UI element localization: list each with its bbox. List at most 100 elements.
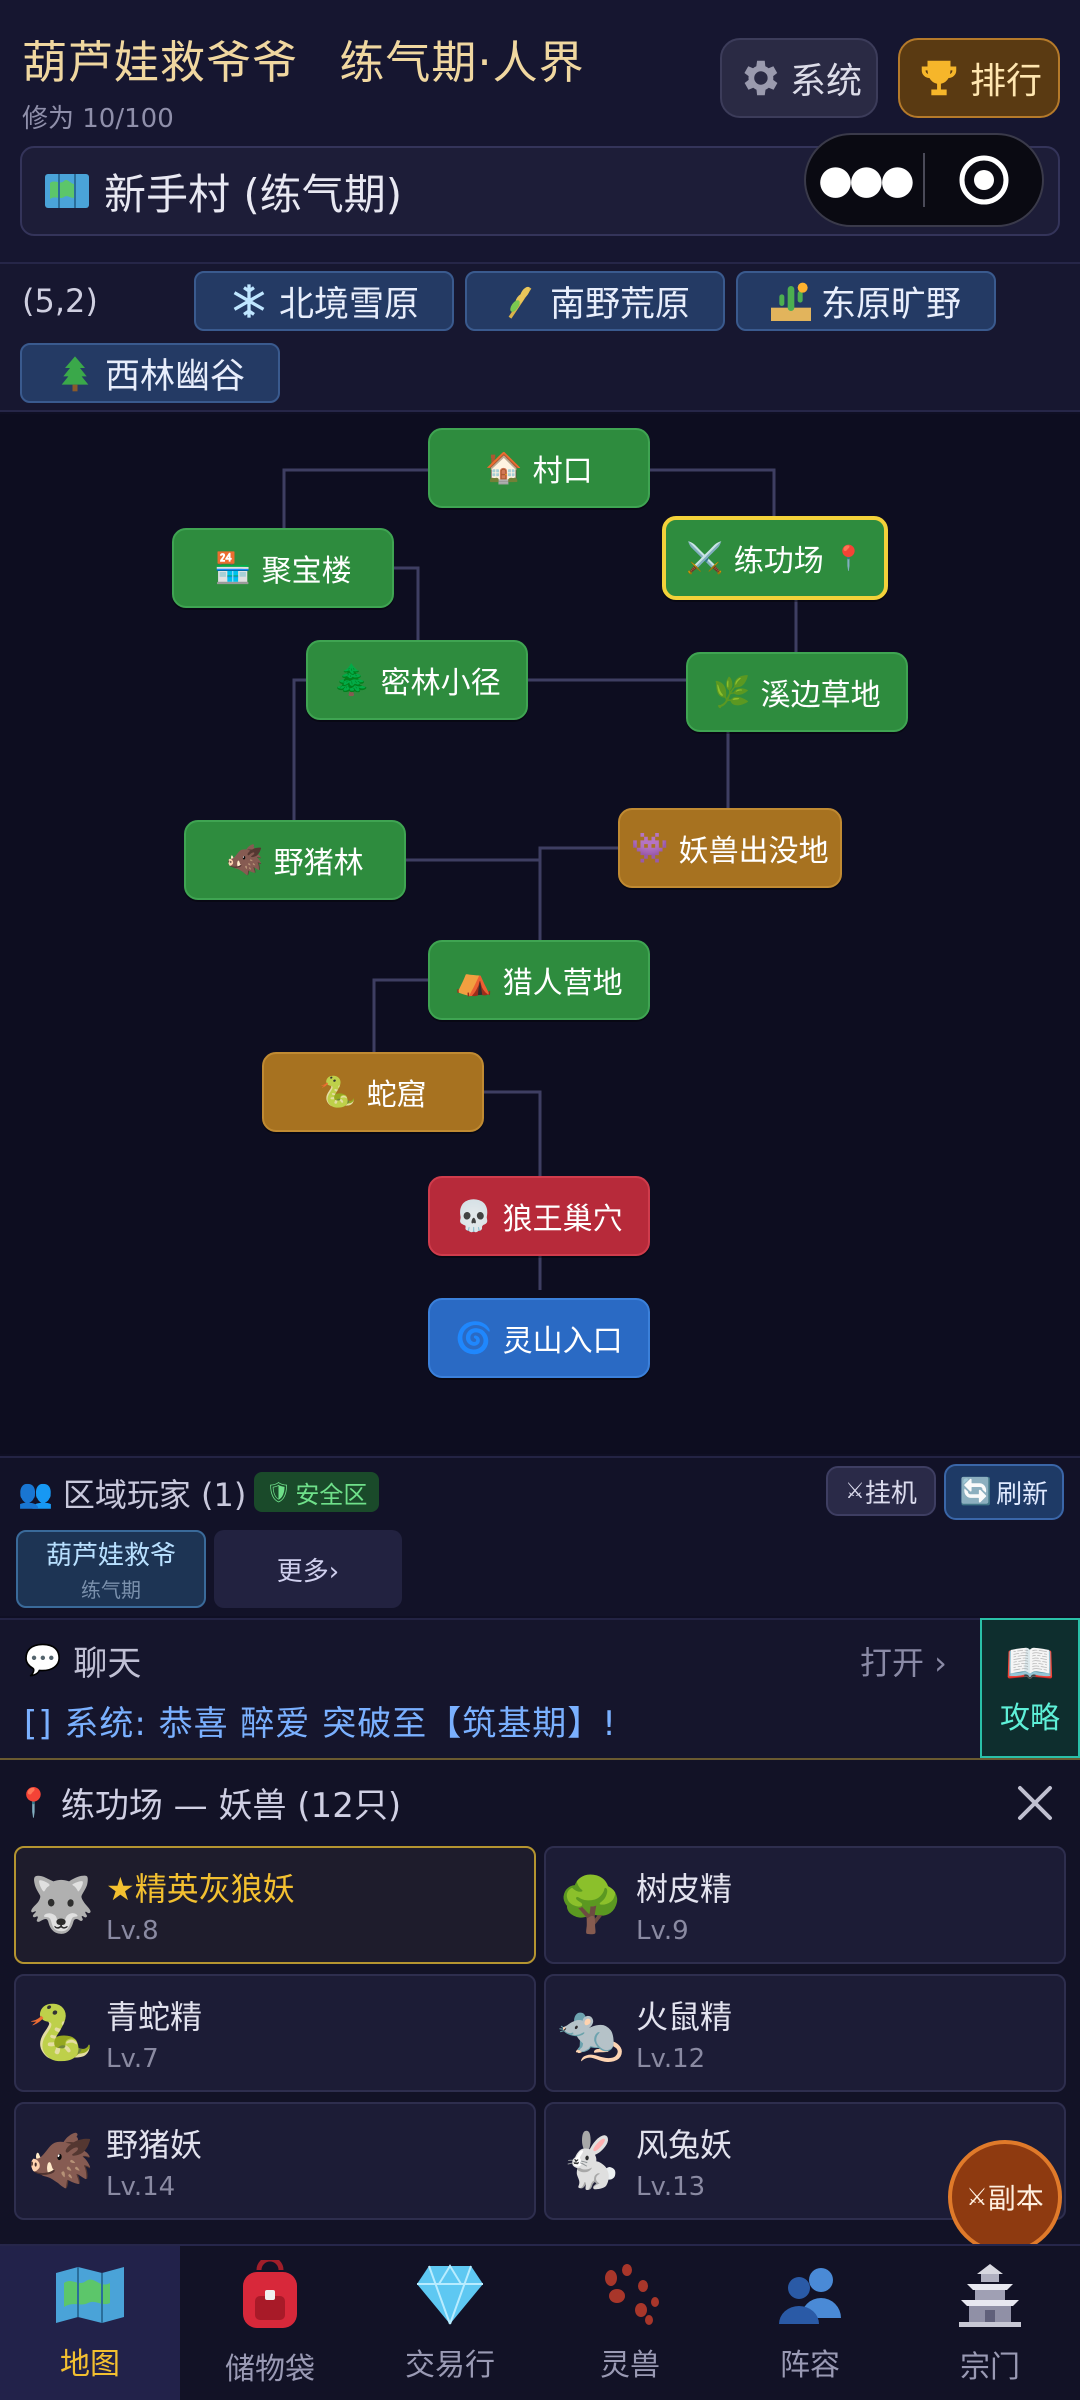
map-node-hunter-camp[interactable]: ⛺猎人营地 xyxy=(428,940,650,1020)
map-node-treasure-hall[interactable]: 🏪 聚宝楼 xyxy=(172,528,394,608)
nav-item-map[interactable]: 地图 xyxy=(0,2246,180,2400)
map-node-boar-forest[interactable]: 🐗野猪林 xyxy=(184,820,406,900)
map-node-label: 狼王巢穴 xyxy=(502,1202,623,1237)
rat-icon: 🐀 xyxy=(557,2001,625,2064)
map-node-label: 妖兽出没地 xyxy=(678,834,829,869)
player-card[interactable]: 葫芦娃救爷 练气期 xyxy=(16,1530,206,1608)
shield-icon: 🛡 xyxy=(266,1480,292,1504)
nav-item-trading[interactable]: 交易行 xyxy=(360,2246,540,2400)
crossed-swords-icon: ⚔ xyxy=(966,2183,988,2211)
speech-bubble-icon: 💬 xyxy=(24,1643,62,1678)
snake-icon: 🐍 xyxy=(319,1074,357,1110)
players-icon: 👥 xyxy=(18,1476,53,1510)
chat-open-link[interactable]: 打开 › xyxy=(860,1644,947,1682)
map-node-creek-meadow[interactable]: 🌿溪边草地 xyxy=(686,652,908,732)
nav-item-spirit-beast[interactable]: 灵兽 xyxy=(540,2246,720,2400)
players-title-text: 区域玩家 (1) xyxy=(62,1476,247,1514)
nav-label: 宗门 xyxy=(960,2350,1020,2385)
tree-icon: 🌳 xyxy=(557,1873,625,1936)
safe-zone-badge: 🛡 安全区 xyxy=(254,1472,380,1512)
team-icon xyxy=(779,2268,841,2324)
map-node-label: 村口 xyxy=(532,454,593,489)
dungeon-label: 副本 xyxy=(987,2182,1044,2215)
world-map: 🏠村口 🏪聚宝楼 ⚔️练功场📍 🌲密林小径 🌿溪边草地 🐗野猪林 👾妖兽出没地 … xyxy=(0,414,1080,1454)
safe-zone-label: 安全区 xyxy=(295,1480,368,1509)
game-title: 葫芦娃救爷爷 xyxy=(22,36,299,89)
rank-button[interactable]: 排行 xyxy=(898,38,1060,118)
diamond-icon xyxy=(417,2264,483,2325)
chat-panel[interactable] xyxy=(0,1618,980,1758)
nav-item-lineup[interactable]: 阵容 xyxy=(720,2246,900,2400)
map-node-wolf-king-lair[interactable]: 💀 狼王巢穴 xyxy=(428,1176,650,1256)
auto-battle-button[interactable]: ⚔ 挂机 xyxy=(826,1466,936,1516)
system-label: 系统 xyxy=(789,61,862,102)
nav-item-sect[interactable]: 宗门 xyxy=(900,2246,1080,2400)
player-name: 葫芦娃救爷 xyxy=(45,1541,176,1571)
region-button-north[interactable]: 北境雪原 xyxy=(194,271,454,331)
monster-level: Lv.9 xyxy=(636,1916,689,1946)
close-program-button[interactable] xyxy=(925,153,1042,207)
location-pin-icon: 📍 xyxy=(833,544,864,572)
map-node-training-ground[interactable]: ⚔️练功场📍 xyxy=(662,516,888,600)
guide-button[interactable]: 📖 攻略 xyxy=(980,1618,1080,1758)
region-button-west[interactable]: 西林幽谷 xyxy=(20,343,280,403)
chat-title: 💬 聊天 xyxy=(24,1636,141,1685)
location-pin-icon: 📍 xyxy=(16,1786,51,1819)
rank-label: 排行 xyxy=(969,61,1042,102)
monster-level: Lv.13 xyxy=(636,2172,706,2202)
refresh-button[interactable]: 🔄 刷新 xyxy=(944,1464,1064,1520)
more-options-button[interactable]: ●●● xyxy=(818,157,915,203)
snake-icon: 🐍 xyxy=(27,2001,95,2064)
boar-icon: 🐗 xyxy=(226,842,264,878)
map-node-beast-haunt[interactable]: 👾妖兽出没地 xyxy=(618,808,842,888)
pine-tree-icon: 🌲 xyxy=(333,662,371,698)
region-label: 东原旷野 xyxy=(820,284,961,325)
refresh-icon: 🔄 xyxy=(959,1477,993,1507)
herb-icon: 🌿 xyxy=(713,674,751,710)
map-node-label: 猎人营地 xyxy=(502,966,623,1001)
close-icon[interactable] xyxy=(1012,1780,1058,1826)
region-button-east[interactable]: 东原旷野 xyxy=(736,271,996,331)
monster-card[interactable]: 🌳 树皮精 Lv.9 xyxy=(544,1846,1066,1964)
nav-label: 地图 xyxy=(60,2347,120,2382)
region-label: 西林幽谷 xyxy=(104,356,245,397)
monster-name: 树皮精 xyxy=(636,1870,733,1908)
map-node-spirit-mountain-gate[interactable]: 🌀灵山入口 xyxy=(428,1298,650,1378)
location-name: 新手村 (练气期) xyxy=(104,169,403,219)
rabbit-icon: 🐇 xyxy=(557,2129,625,2192)
map-node-label: 练功场 xyxy=(733,544,824,579)
region-button-south[interactable]: 南野荒原 xyxy=(465,271,725,331)
nav-item-storage[interactable]: 储物袋 xyxy=(180,2246,360,2400)
wheat-icon xyxy=(508,286,532,319)
capsule-divider xyxy=(923,153,925,207)
nav-label: 灵兽 xyxy=(600,2348,660,2383)
dungeon-button[interactable]: ⚔副本 xyxy=(948,2140,1062,2254)
monster-level: Lv.8 xyxy=(106,1916,159,1946)
more-players-button[interactable]: 更多› xyxy=(214,1530,402,1608)
map-node-village-entrance[interactable]: 🏠村口 xyxy=(428,428,650,508)
player-realm: 练气期 xyxy=(81,1578,141,1602)
snowflake-icon xyxy=(233,284,265,318)
monster-name: 风兔妖 xyxy=(636,2126,733,2164)
skull-icon: 💀 xyxy=(455,1198,493,1234)
map-node-snake-cave[interactable]: 🐍 蛇窟 xyxy=(262,1052,484,1132)
chat-message: [] 系统: 恭喜 醉爱 突破至【筑基期】! xyxy=(24,1704,617,1744)
shop-icon: 🏪 xyxy=(214,550,252,586)
map-node-label: 密林小径 xyxy=(380,666,501,701)
gear-icon xyxy=(744,60,778,96)
map-node-forest-path[interactable]: 🌲 密林小径 xyxy=(306,640,528,720)
map-node-label: 蛇窟 xyxy=(366,1078,427,1113)
map-node-label: 聚宝楼 xyxy=(261,554,352,589)
nav-label: 储物袋 xyxy=(225,2352,315,2387)
monster-level: Lv.14 xyxy=(106,2172,176,2202)
guide-label: 攻略 xyxy=(1000,1700,1060,1736)
boar-icon: 🐗 xyxy=(27,2129,95,2192)
backpack-icon xyxy=(243,2260,297,2328)
system-button[interactable]: 系统 xyxy=(720,38,878,118)
monster-level: Lv.7 xyxy=(106,2044,159,2074)
book-icon: 📖 xyxy=(1005,1640,1055,1687)
